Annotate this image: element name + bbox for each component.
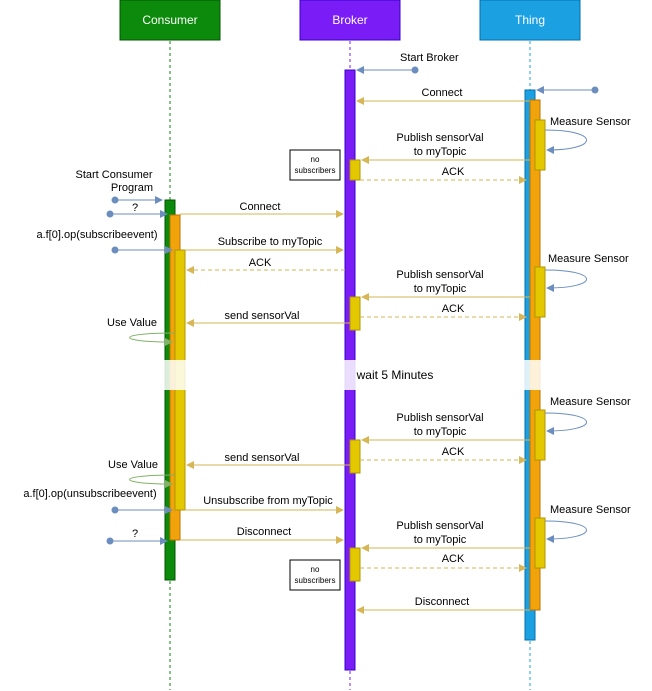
broker-title: Broker (332, 13, 367, 27)
publish-label-4a: Publish sensorVal (396, 520, 483, 532)
ack-label-3: ACK (442, 446, 465, 458)
measure-sensor-loop-4 (544, 520, 587, 543)
note-subscribers-2: subscribers (295, 576, 336, 585)
thing-connection-activation (529, 99, 541, 611)
measure-activation-4 (534, 517, 546, 569)
consumer-disconnect-label: Disconnect (237, 526, 291, 538)
ack-label-2: ACK (442, 303, 465, 315)
no-subscribers-note-1: no subscribers (289, 149, 341, 181)
ack-label-1: ACK (442, 166, 465, 178)
consumer-header: Consumer (119, 0, 221, 41)
publish-label-3a: Publish sensorVal (396, 412, 483, 424)
use-value-loop-2 (129, 474, 176, 488)
question-label-2: ? (132, 528, 138, 540)
publish-label-4b: to myTopic (414, 534, 467, 546)
consumer-connect-label: Connect (240, 201, 281, 213)
broker-publish-activation-2 (349, 296, 361, 331)
unsubscribe-call-label: a.f[0].op(unsubscribeevent) (23, 488, 156, 500)
measure-sensor-label-1: Measure Sensor (550, 116, 631, 128)
thing-disconnect-label: Disconnect (415, 596, 469, 608)
use-value-loop-1 (129, 332, 176, 346)
broker-publish-activation-3 (349, 439, 361, 474)
publish-label-2b: to myTopic (414, 283, 467, 295)
measure-sensor-loop-1 (544, 129, 587, 154)
subscribe-label: Subscribe to myTopic (218, 236, 323, 248)
measure-activation-3 (534, 409, 546, 461)
send-sensorval-label-1: send sensorVal (224, 310, 299, 322)
broker-publish-activation-4 (349, 547, 361, 582)
consumer-title: Consumer (142, 13, 197, 27)
publish-label-1a: Publish sensorVal (396, 132, 483, 144)
wait-band (160, 360, 550, 390)
publish-label-2a: Publish sensorVal (396, 269, 483, 281)
question-label-1: ? (132, 202, 138, 214)
note-subscribers-1: subscribers (295, 166, 336, 175)
thing-header: Thing (479, 0, 581, 41)
broker-header: Broker (299, 0, 401, 41)
ack-label-subscribe: ACK (249, 257, 272, 269)
ack-label-4: ACK (442, 553, 465, 565)
publish-label-3b: to myTopic (414, 426, 467, 438)
thing-title: Thing (515, 13, 545, 27)
start-consumer-label-b: Program (111, 182, 153, 194)
measure-activation-2 (534, 266, 546, 318)
use-value-label-2: Use Value (108, 459, 158, 471)
publish-label-1b: to myTopic (414, 146, 467, 158)
measure-sensor-label-2: Measure Sensor (548, 253, 629, 265)
broker-publish-activation-1 (349, 159, 361, 181)
measure-sensor-label-4: Measure Sensor (550, 504, 631, 516)
measure-sensor-label-3: Measure Sensor (550, 396, 631, 408)
measure-sensor-loop-2 (544, 269, 587, 292)
wait-label: wait 5 Minutes (356, 368, 434, 382)
measure-sensor-loop-3 (544, 412, 587, 435)
thing-connect-label: Connect (422, 87, 463, 99)
note-no-2: no (311, 565, 320, 574)
subscribe-call-label: a.f[0].op(subscribeevent) (36, 229, 157, 241)
send-sensorval-label-2: send sensorVal (224, 452, 299, 464)
no-subscribers-note-2: no subscribers (289, 559, 341, 591)
start-consumer-label-a: Start Consumer (75, 169, 152, 181)
note-no-1: no (311, 155, 320, 164)
start-broker-label: Start Broker (400, 52, 459, 64)
unsubscribe-label: Unsubscribe from myTopic (203, 495, 333, 507)
use-value-label-1: Use Value (107, 317, 157, 329)
measure-activation-1 (534, 119, 546, 171)
